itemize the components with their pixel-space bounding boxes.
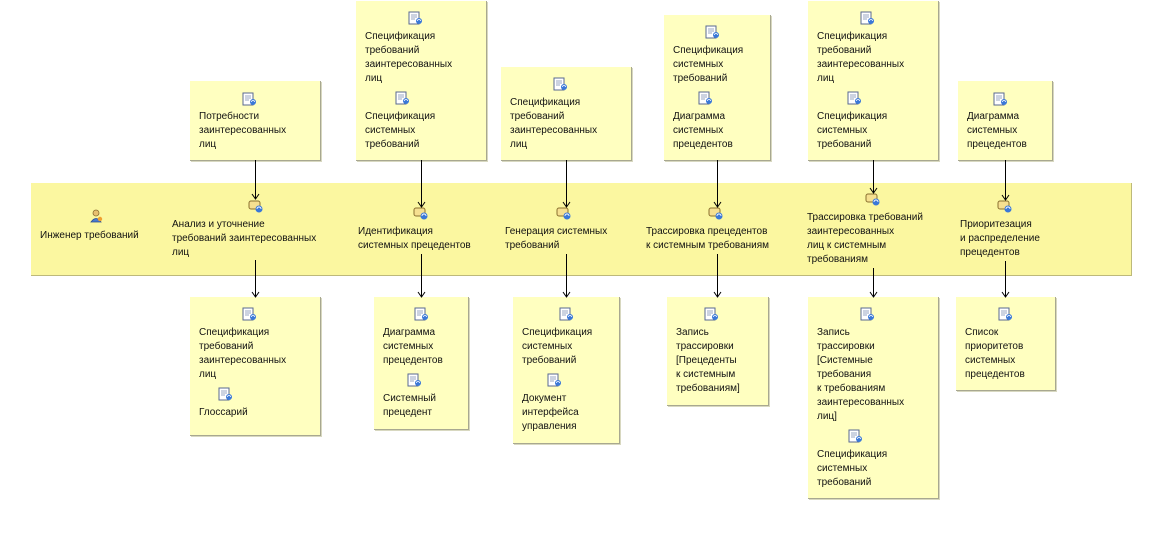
- artifact-icon: [408, 11, 422, 25]
- input-artifact-group-1[interactable]: Потребности заинтересованных лиц: [190, 81, 321, 161]
- artifact-label: Спецификация системных требований: [673, 45, 744, 84]
- artifact-icon: [547, 373, 561, 387]
- input-artifact-group-5[interactable]: Спецификация требований заинтересованных…: [808, 1, 939, 161]
- artifact-icon: [860, 11, 874, 25]
- artifact-label: Спецификация требований заинтересованных…: [199, 327, 287, 380]
- artifact-label: Диаграмма системных прецедентов: [673, 111, 733, 150]
- output-artifact-group-2[interactable]: Диаграмма системных прецедентов Системны…: [374, 297, 469, 430]
- artifact-label: Документ интерфейса управления: [522, 393, 579, 432]
- arrow-input-4: [713, 160, 722, 208]
- artifact-label: Запись трассировки [Системные требования…: [817, 327, 905, 422]
- artifact-label: Системный прецедент: [383, 393, 437, 418]
- artifact-icon: [860, 307, 874, 321]
- artifact-icon: [705, 25, 719, 39]
- artifact-label: Глоссарий: [199, 407, 248, 418]
- artifact-label: Диаграмма системных прецедентов: [967, 111, 1027, 150]
- arrow-input-2: [417, 160, 426, 208]
- artifact-icon: [993, 92, 1007, 106]
- arrow-output-6: [1001, 261, 1010, 298]
- role-label[interactable]: Инженер требований: [40, 230, 139, 241]
- artifact-label: Спецификация системных требований: [365, 111, 436, 150]
- arrow-input-5: [869, 160, 878, 194]
- arrow-output-4: [713, 254, 722, 298]
- task-icon: [413, 207, 428, 220]
- task-label[interactable]: Приоритезация и распределение прецеденто…: [960, 219, 1040, 258]
- output-artifact-group-5[interactable]: Запись трассировки [Системные требования…: [808, 297, 939, 499]
- arrow-output-1: [251, 260, 260, 298]
- role-swimlane: [31, 183, 1132, 276]
- artifact-label: Спецификация системных требований: [522, 327, 593, 366]
- artifact-icon: [242, 92, 256, 106]
- artifact-icon: [847, 91, 861, 105]
- task-label[interactable]: Трассировка требований заинтересованных …: [807, 212, 923, 265]
- artifact-label: Спецификация системных требований: [817, 111, 888, 150]
- arrow-output-3: [562, 254, 571, 298]
- arrow-input-3: [562, 160, 571, 208]
- artifact-icon: [242, 307, 256, 321]
- artifact-icon: [407, 373, 421, 387]
- task-label[interactable]: Трассировка прецедентов к системным треб…: [646, 226, 770, 251]
- artifact-label: Спецификация требований заинтересованных…: [510, 97, 598, 150]
- artifact-label: Потребности заинтересованных лиц: [199, 111, 287, 150]
- artifact-icon: [218, 387, 232, 401]
- task-icon: [248, 200, 263, 213]
- output-artifact-group-1[interactable]: Спецификация требований заинтересованных…: [190, 297, 321, 436]
- arrow-output-5: [869, 268, 878, 298]
- artifact-icon: [704, 307, 718, 321]
- task-icon: [865, 193, 880, 206]
- artifact-label: Спецификация системных требований: [817, 449, 888, 488]
- artifact-label: Диаграмма системных прецедентов: [383, 327, 443, 366]
- task-label[interactable]: Идентификация системных прецедентов: [358, 226, 471, 251]
- role-icon: [90, 209, 103, 223]
- arrow-output-2: [417, 254, 426, 298]
- artifact-label: Спецификация требований заинтересованных…: [365, 31, 453, 84]
- output-artifact-group-6[interactable]: Список приоритетов системных прецедентов: [956, 297, 1056, 391]
- artifact-icon: [848, 429, 862, 443]
- artifact-label: Список приоритетов системных прецедентов: [965, 327, 1025, 380]
- task-label[interactable]: Генерация системных требований: [505, 226, 608, 251]
- input-artifact-group-3[interactable]: Спецификация требований заинтересованных…: [501, 67, 632, 161]
- output-artifact-group-3[interactable]: Спецификация системных требований Докуме…: [513, 297, 620, 444]
- artifact-icon: [395, 91, 409, 105]
- artifact-icon: [559, 307, 573, 321]
- input-artifact-group-2[interactable]: Спецификация требований заинтересованных…: [356, 1, 487, 161]
- output-artifact-group-4[interactable]: Запись трассировки [Прецеденты к системн…: [667, 297, 769, 406]
- artifact-label: Спецификация требований заинтересованных…: [817, 31, 905, 84]
- task-label[interactable]: Анализ и уточнение требований заинтересо…: [172, 219, 317, 258]
- artifact-label: Запись трассировки [Прецеденты к системн…: [676, 327, 740, 394]
- artifact-icon: [698, 91, 712, 105]
- input-artifact-group-6[interactable]: Диаграмма системных прецедентов: [958, 81, 1053, 161]
- arrow-input-1: [251, 160, 260, 200]
- task-icon: [556, 207, 571, 220]
- task-icon: [997, 200, 1012, 213]
- artifact-icon: [414, 307, 428, 321]
- arrow-input-6: [1001, 160, 1010, 201]
- artifact-icon: [998, 307, 1012, 321]
- task-icon: [708, 207, 723, 220]
- artifact-icon: [553, 77, 567, 91]
